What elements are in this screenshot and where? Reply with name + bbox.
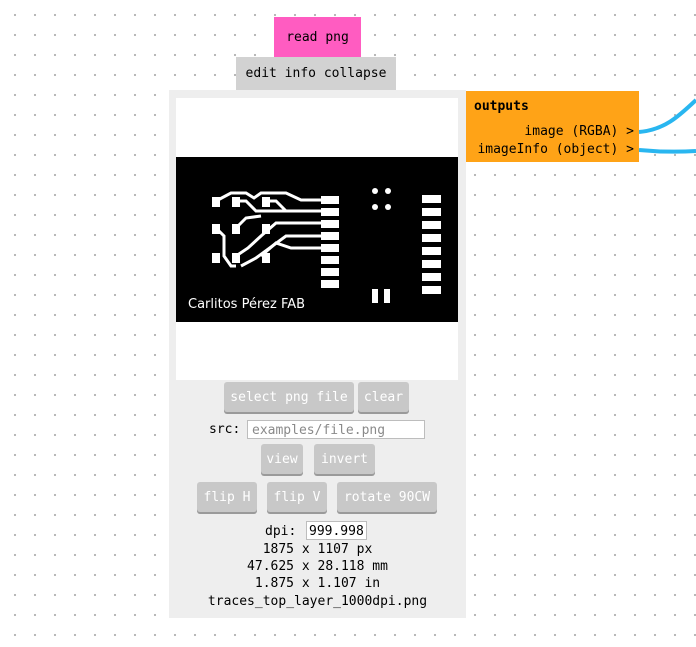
- select-png-file-label: select png file: [230, 389, 348, 405]
- output-port-image[interactable]: image (RGBA) >: [524, 124, 634, 139]
- flip-v-button[interactable]: flip V: [267, 482, 327, 512]
- view-button[interactable]: view: [261, 444, 303, 474]
- pixel-size: 1875 x 1107 px: [262, 542, 373, 557]
- wire-image: [638, 98, 696, 134]
- outputs-panel: outputs image (RGBA) > imageInfo (object…: [466, 91, 639, 162]
- src-placeholder: examples/file.png: [252, 423, 386, 438]
- edit-info-collapse-label: edit info collapse: [245, 66, 387, 81]
- edit-info-collapse-button[interactable]: edit info collapse: [236, 57, 396, 90]
- dpi-input[interactable]: 999.998: [306, 521, 367, 540]
- clear-label: clear: [363, 389, 404, 405]
- src-label: src:: [209, 422, 241, 437]
- pcb-caption: Carlitos Pérez FAB: [188, 297, 305, 312]
- invert-button[interactable]: invert: [314, 444, 375, 474]
- wire-imageinfo: [638, 148, 696, 154]
- inch-size: 1.875 x 1.107 in: [254, 576, 381, 591]
- mm-size: 47.625 x 28.118 mm: [247, 559, 388, 574]
- flip-h-button[interactable]: flip H: [197, 482, 257, 512]
- output-port-imageinfo[interactable]: imageInfo (object) >: [477, 142, 634, 157]
- pcb-pads: [212, 188, 441, 303]
- invert-label: invert: [321, 451, 368, 467]
- rotate-90cw-label: rotate 90CW: [343, 489, 431, 505]
- image-preview: Carlitos Pérez FAB: [176, 98, 458, 380]
- rotate-90cw-button[interactable]: rotate 90CW: [337, 482, 437, 512]
- pcb-traces: [214, 191, 326, 268]
- dpi-label: dpi:: [265, 524, 297, 539]
- outputs-title: outputs: [474, 99, 529, 114]
- module-panel: Carlitos Pérez FAB select png file clear…: [169, 90, 466, 618]
- clear-button[interactable]: clear: [358, 382, 409, 412]
- flip-h-label: flip H: [203, 489, 251, 505]
- src-input[interactable]: examples/file.png: [247, 420, 425, 439]
- view-label: view: [266, 451, 298, 467]
- module-title-button[interactable]: read png: [274, 17, 361, 57]
- module-title: read png: [286, 29, 349, 45]
- dpi-value: 999.998: [309, 524, 364, 539]
- file-name: traces_top_layer_1000dpi.png: [207, 594, 428, 609]
- flip-v-label: flip V: [273, 489, 321, 505]
- select-png-file-button[interactable]: select png file: [224, 382, 354, 412]
